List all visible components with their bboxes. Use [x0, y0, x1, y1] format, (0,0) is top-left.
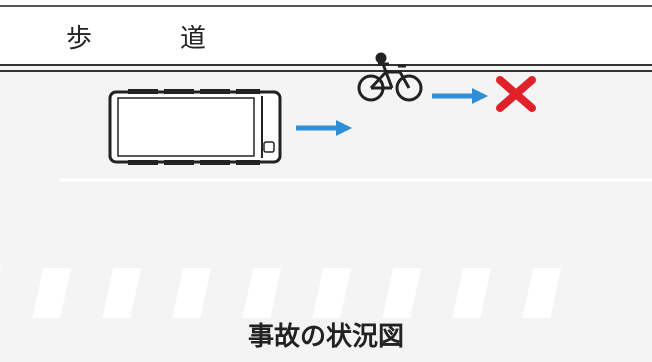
crosswalk-stripe	[312, 268, 352, 318]
bicycle-icon	[357, 52, 423, 102]
sidewalk-area	[0, 0, 652, 66]
arrow-icon	[432, 88, 488, 104]
crosswalk	[0, 268, 562, 318]
bus-icon	[108, 89, 282, 165]
crosswalk-stripe	[242, 268, 282, 318]
crosswalk-stripe	[102, 268, 142, 318]
arrow-icon	[296, 120, 352, 136]
cross-icon	[496, 76, 536, 112]
crosswalk-stripe	[522, 268, 562, 318]
sidewalk-label-char1: 歩	[66, 24, 93, 54]
crosswalk-stripe	[0, 268, 2, 318]
crosswalk-stripe	[452, 268, 492, 318]
crosswalk-stripe	[32, 268, 72, 318]
sidewalk-label-char2: 道	[180, 24, 207, 54]
diagram-caption: 事故の状況図	[247, 322, 404, 352]
crosswalk-stripe	[172, 268, 212, 318]
crosswalk-stripe	[382, 268, 422, 318]
